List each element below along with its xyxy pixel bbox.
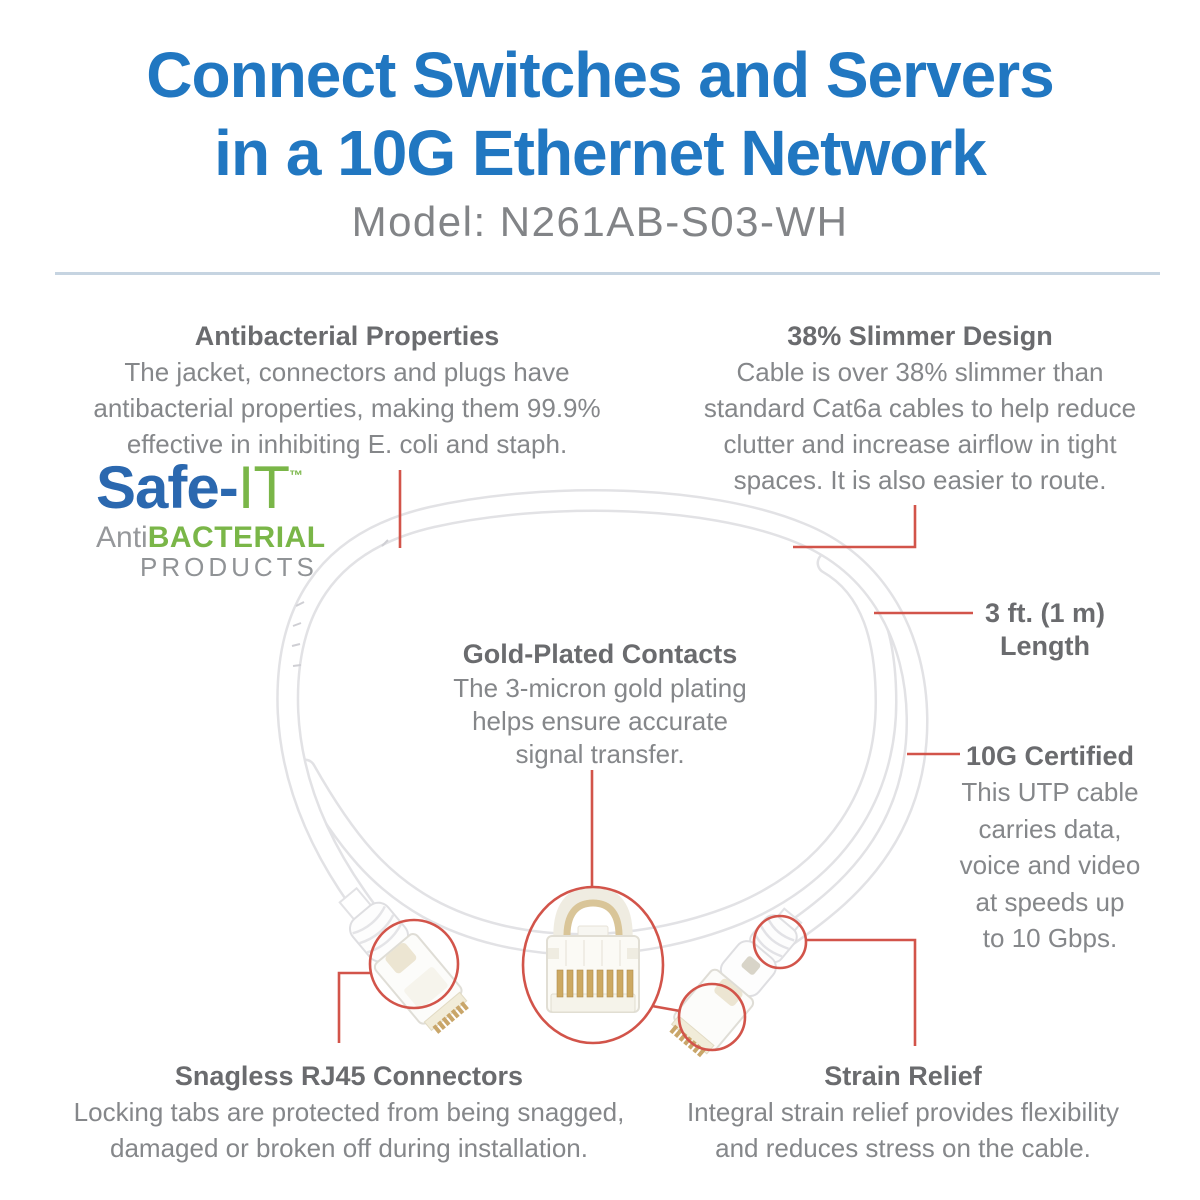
callout-line-snagless (337, 971, 371, 1043)
callout-slimmer-line: clutter and increase airflow in tight (723, 429, 1117, 459)
callout-antibacterial: Antibacterial Properties The jacket, con… (40, 318, 654, 462)
callout-length-line1: 3 ft. (1 m) (984, 598, 1105, 628)
callout-line-strain (806, 938, 917, 1046)
callout-certified: 10G Certified This UTP cable carries dat… (950, 738, 1150, 957)
callout-certified-line: at speeds up (975, 886, 1125, 917)
callout-certified-line: voice and video (959, 850, 1141, 880)
callout-snagless-line: Locking tabs are protected from being sn… (73, 1097, 625, 1127)
logo-products-text: PRODUCTS (140, 552, 318, 582)
callout-link-line (651, 1004, 681, 1013)
page-title: Connect Switches and Servers in a 10G Et… (0, 36, 1200, 192)
safe-it-logo: Safe-IT™ AntiBACTERIAL PRODUCTS (96, 444, 356, 582)
callout-slimmer-line: standard Cat6a cables to help reduce (703, 393, 1137, 423)
callout-gold-line: helps ensure accurate (472, 706, 728, 736)
logo-bacterial-text: BACTERIAL (147, 521, 326, 554)
highlight-circle-strain-relief (752, 914, 808, 970)
callout-strain-line: and reduces stress on the cable. (715, 1133, 1091, 1163)
callout-slimmer-title: 38% Slimmer Design (787, 321, 1053, 351)
callout-strain: Strain Relief Integral strain relief pro… (640, 1058, 1166, 1166)
callout-slimmer: 38% Slimmer Design Cable is over 38% sli… (655, 318, 1185, 498)
logo-anti-text: Anti (96, 521, 148, 554)
callout-snagless-title: Snagless RJ45 Connectors (174, 1061, 524, 1091)
callout-strain-line: Integral strain relief provides flexibil… (686, 1097, 1120, 1127)
callout-antibacterial-line: The jacket, connectors and plugs have (124, 357, 570, 387)
callout-gold-title: Gold-Plated Contacts (462, 639, 738, 669)
highlight-circle-gold-contacts (677, 982, 747, 1052)
page-title-line2: in a 10G Ethernet Network (214, 117, 987, 189)
cable-print-marks (291, 539, 389, 667)
logo-antibacterial-line: AntiBACTERIAL (96, 523, 356, 553)
model-number: Model: N261AB-S03-WH (351, 198, 849, 245)
right-rj45-connector (669, 907, 803, 1058)
trademark-symbol: ™ (289, 467, 303, 483)
callout-line-slimmer (793, 505, 917, 549)
magnified-rj45-connector (546, 886, 640, 1013)
page-title-line1: Connect Switches and Servers (146, 39, 1054, 111)
left-rj45-connector (338, 886, 469, 1034)
callout-strain-title: Strain Relief (824, 1061, 982, 1091)
callout-length-line2: Length (1000, 631, 1090, 661)
safe-it-wordmark: Safe-IT™ (96, 444, 356, 519)
callout-certified-title: 10G Certified (965, 741, 1135, 771)
callout-slimmer-line: spaces. It is also easier to route. (733, 465, 1107, 495)
left-connector-gold-pins (432, 1001, 469, 1034)
callout-antibacterial-title: Antibacterial Properties (194, 321, 500, 351)
callout-certified-line: carries data, (978, 813, 1122, 844)
cable-main-loop (276, 489, 929, 965)
callout-gold-line: signal transfer. (515, 739, 685, 769)
highlight-ellipse-magnified-connector (521, 885, 665, 1045)
callout-gold-line: The 3-micron gold plating (453, 673, 747, 703)
callout-antibacterial-line: effective in inhibiting E. coli and stap… (126, 429, 568, 459)
logo-it-text: IT (237, 454, 290, 521)
callout-length: 3 ft. (1 m) Length (950, 597, 1140, 663)
callout-certified-line: to 10 Gbps. (982, 923, 1118, 953)
callout-antibacterial-line: antibacterial properties, making them 99… (93, 393, 601, 423)
callout-gold: Gold-Plated Contacts The 3-micron gold p… (420, 636, 780, 771)
highlight-circle-left-connector (368, 918, 460, 1010)
header-divider (55, 272, 1160, 275)
callout-snagless-line: damaged or broken off during installatio… (110, 1133, 588, 1163)
callout-certified-line: This UTP cable (961, 777, 1139, 807)
logo-dash: - (218, 454, 239, 521)
callout-slimmer-line: Cable is over 38% slimmer than (736, 357, 1104, 387)
magnified-gold-pins (556, 969, 634, 998)
logo-brand-text: Safe (96, 454, 220, 521)
callout-snagless: Snagless RJ45 Connectors Locking tabs ar… (40, 1058, 658, 1166)
cable-inner-loop (293, 551, 898, 956)
